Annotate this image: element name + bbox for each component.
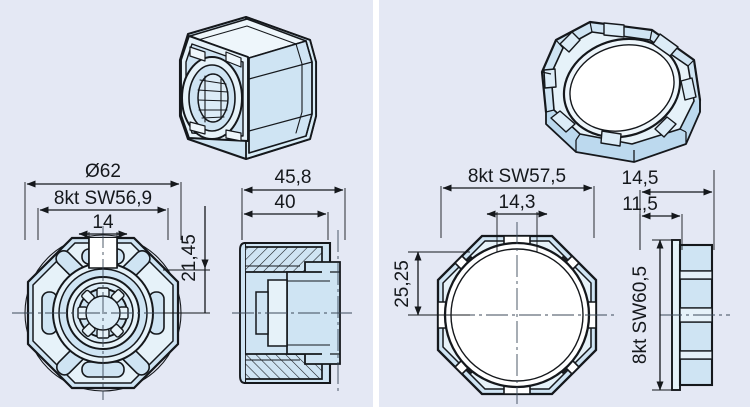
left-panel-graphics: Ø62 8kt SW56,9 14 21,45 45,8 40 bbox=[12, 15, 352, 400]
left-isometric-view bbox=[178, 15, 318, 161]
right-side-view bbox=[660, 239, 730, 391]
dim-143: 14,3 bbox=[499, 192, 536, 213]
right-front-view bbox=[420, 222, 616, 404]
right-panel-graphics: 8kt SW57,5 14,3 25,25 14,5 11,5 8kt SW60… bbox=[392, 20, 730, 404]
left-dimensions bbox=[24, 180, 346, 314]
dim-40: 40 bbox=[274, 192, 295, 213]
dim-458: 45,8 bbox=[275, 167, 312, 188]
dim-14: 14 bbox=[92, 212, 114, 233]
right-dimension-texts: 8kt SW57,5 14,3 25,25 14,5 11,5 8kt SW60… bbox=[392, 166, 658, 364]
dim-2525: 25,25 bbox=[392, 260, 413, 308]
dim-sw569: 8kt SW56,9 bbox=[54, 188, 152, 209]
dim-115: 11,5 bbox=[622, 194, 658, 215]
panel-divider bbox=[373, 0, 379, 407]
dim-2145: 21,45 bbox=[179, 234, 200, 282]
left-dimension-texts: Ø62 8kt SW56,9 14 21,45 45,8 40 bbox=[54, 161, 312, 282]
dim-sw605: 8kt SW60,5 bbox=[630, 266, 651, 364]
left-section-view bbox=[232, 230, 352, 395]
right-dimensions bbox=[408, 170, 715, 391]
dim-145: 14,5 bbox=[622, 168, 659, 189]
dim-d62: Ø62 bbox=[85, 161, 121, 182]
right-isometric-view bbox=[540, 20, 702, 163]
dim-sw575: 8kt SW57,5 bbox=[468, 166, 566, 187]
